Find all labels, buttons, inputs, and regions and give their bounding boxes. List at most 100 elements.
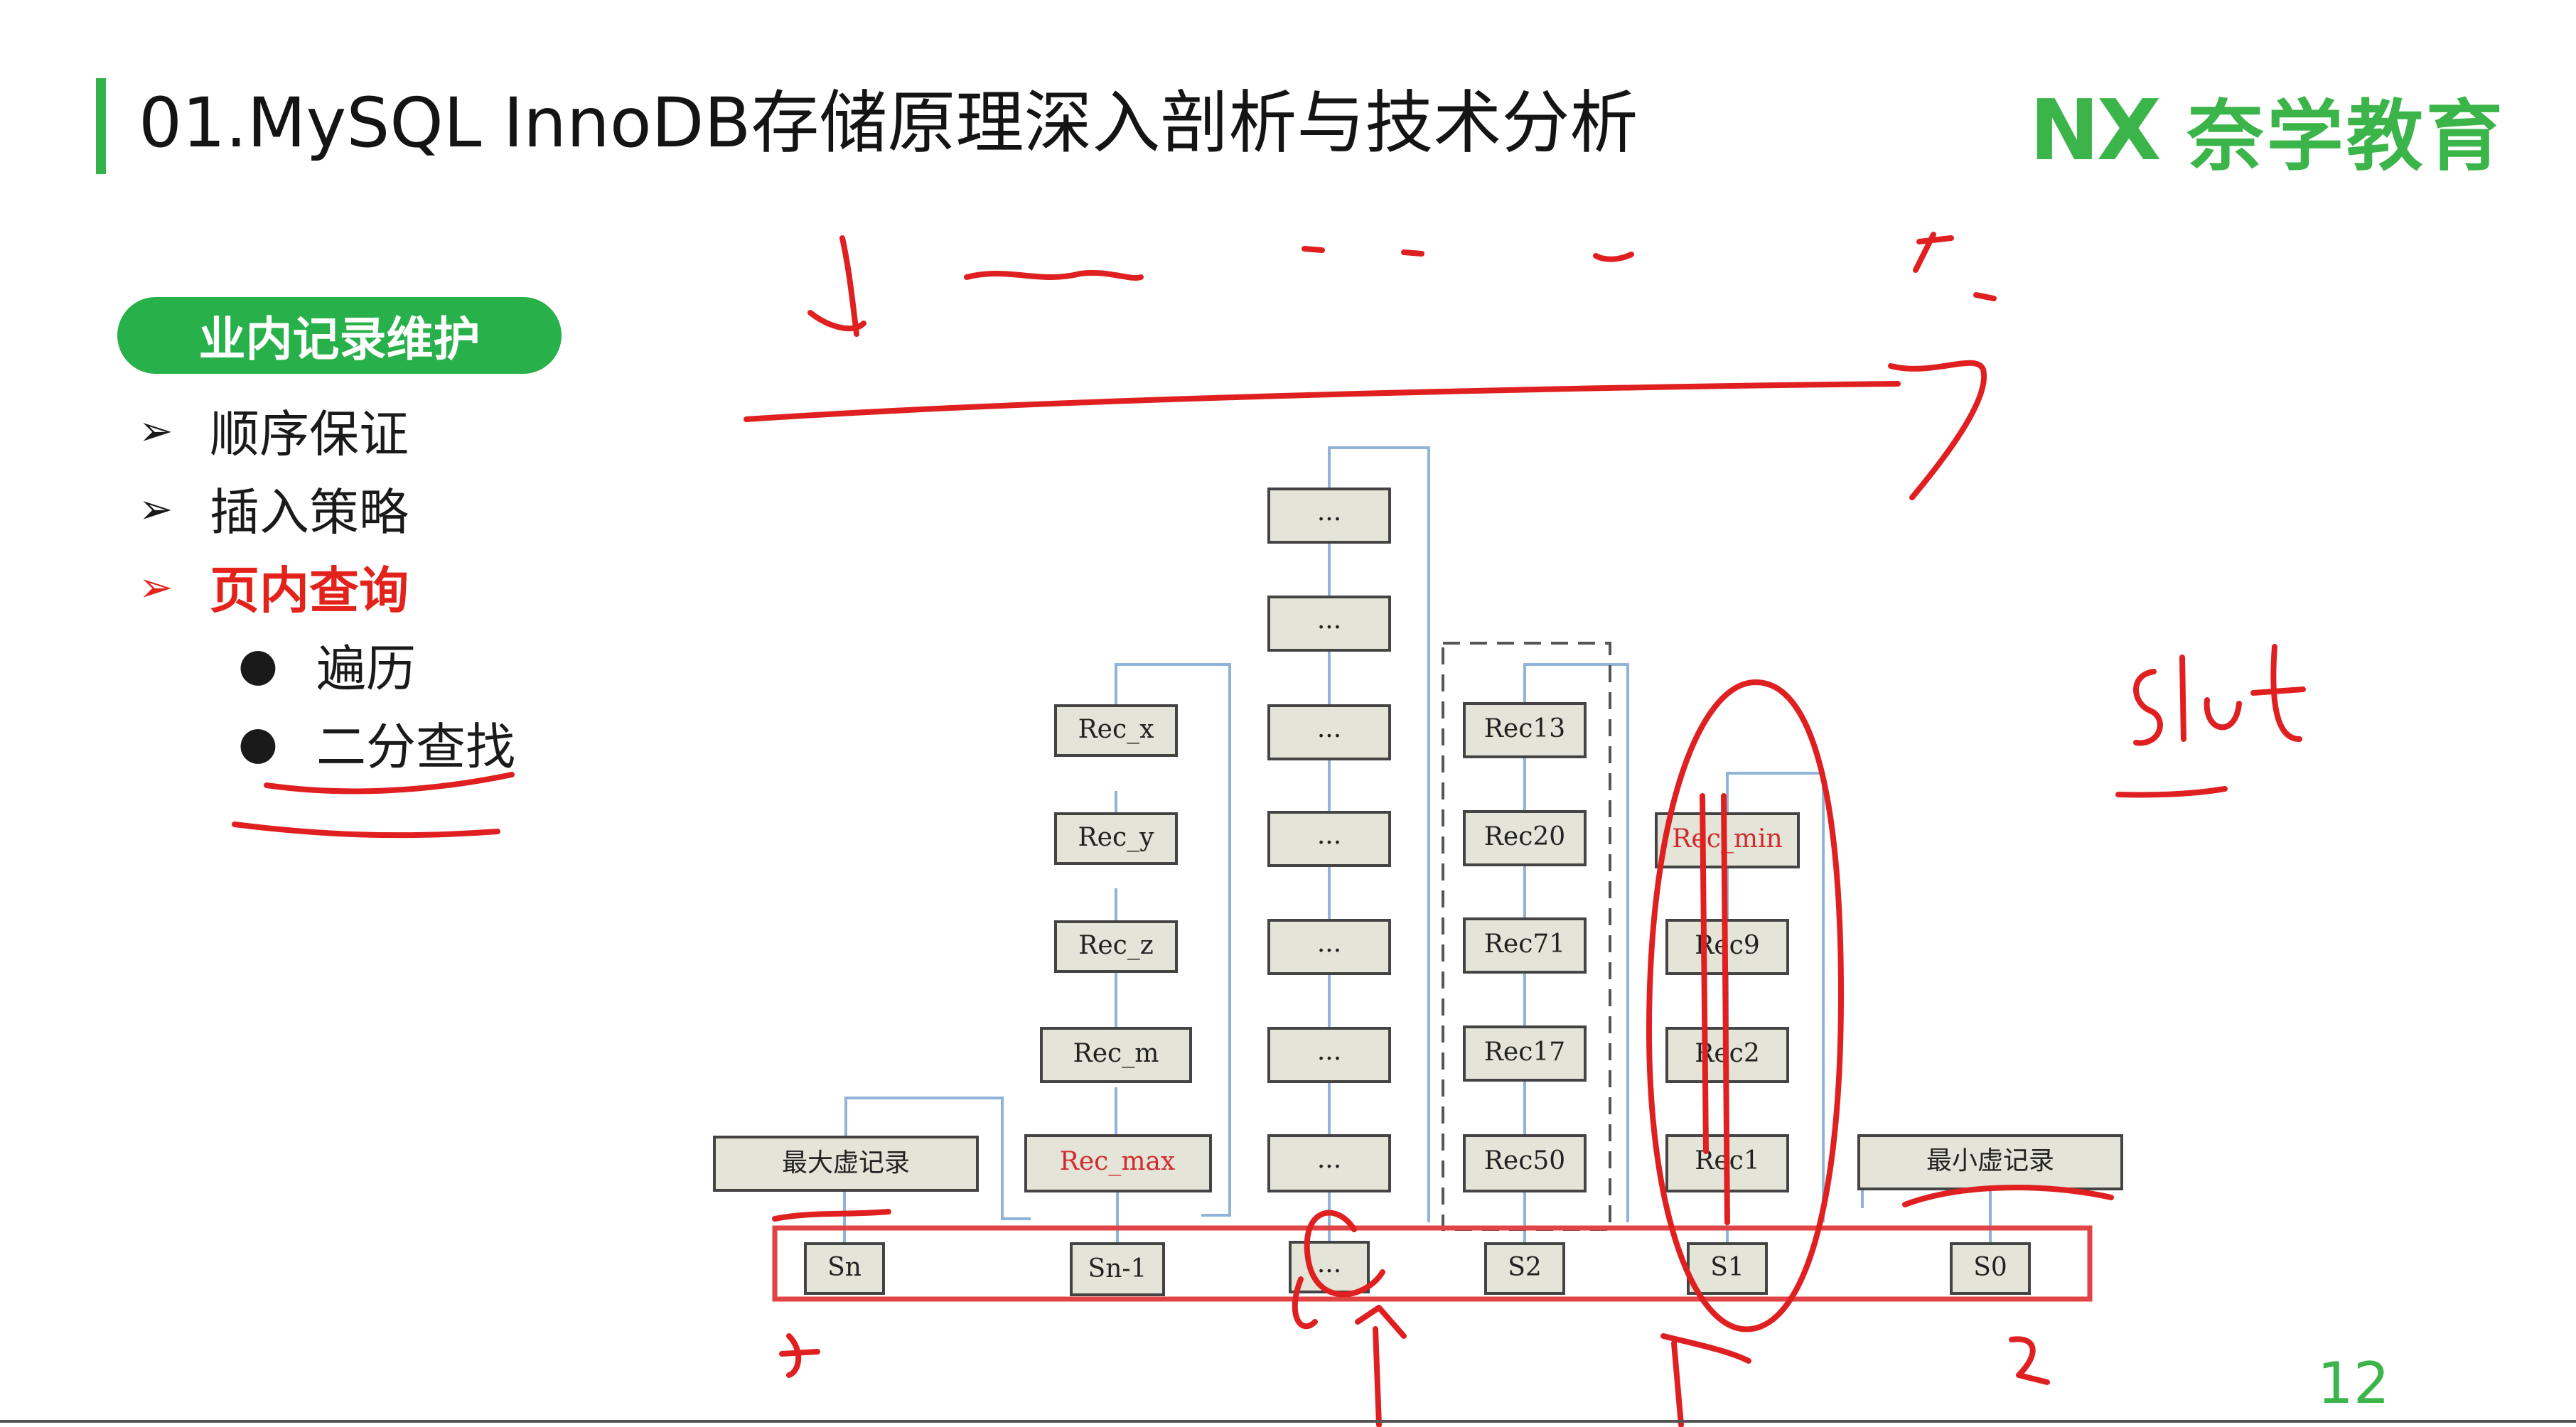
record-box: ... bbox=[1267, 1027, 1391, 1083]
pen-stroke bbox=[1302, 246, 1634, 262]
record-box: ... bbox=[1267, 596, 1391, 652]
circle-highlight-stroke bbox=[1304, 1210, 1385, 1298]
outline-item-page-query: ➢ 页内查询 bbox=[139, 551, 409, 623]
record-box: ... bbox=[1267, 919, 1391, 975]
arrow-bullet-icon: ➢ bbox=[139, 406, 173, 455]
svg-text:Rec_z: Rec_z bbox=[1078, 931, 1154, 960]
record-box: ... bbox=[1267, 811, 1391, 867]
title-accent-bar bbox=[96, 78, 106, 174]
dot-bullet-icon: ● bbox=[238, 638, 278, 691]
svg-text:...: ... bbox=[1317, 497, 1341, 527]
svg-text:...: ... bbox=[1317, 929, 1341, 958]
svg-text:Rec_x: Rec_x bbox=[1078, 715, 1154, 744]
pen-stroke bbox=[964, 270, 1144, 281]
arrow-bullet-icon: ➢ bbox=[139, 562, 173, 611]
outline-subitem-label: 遍历 bbox=[316, 640, 416, 698]
outline-item-label: 页内查询 bbox=[210, 561, 409, 620]
outline-subitem-label: 二分查找 bbox=[316, 718, 515, 776]
svg-text:Rec_m: Rec_m bbox=[1073, 1039, 1159, 1068]
slot-box: Sn-1 bbox=[1070, 1242, 1165, 1296]
record-box: Rec_x bbox=[1054, 704, 1178, 757]
svg-text:...: ... bbox=[1317, 1037, 1341, 1066]
bottom-divider bbox=[0, 1420, 2576, 1423]
record-box: ... bbox=[1267, 1134, 1391, 1192]
pen-stroke bbox=[1292, 1276, 1318, 1330]
record-box: 最大虚记录 bbox=[713, 1136, 979, 1192]
handwritten-letter bbox=[2133, 669, 2163, 746]
outline-item-label: 插入策略 bbox=[210, 483, 409, 542]
underline-stroke bbox=[232, 822, 500, 839]
record-box: Rec_max bbox=[1024, 1134, 1212, 1192]
brand-name: 奈学教育 bbox=[2186, 92, 2506, 181]
svg-text:S1: S1 bbox=[1710, 1253, 1744, 1282]
underline-stroke bbox=[772, 1209, 891, 1222]
record-box: Rec_min bbox=[1655, 812, 1800, 868]
svg-text:最大虚记录: 最大虚记录 bbox=[782, 1148, 910, 1178]
outline-item-order: ➢ 顺序保证 bbox=[139, 394, 409, 466]
svg-text:...: ... bbox=[1317, 605, 1341, 635]
svg-text:S2: S2 bbox=[1508, 1253, 1542, 1282]
underline-stroke bbox=[2115, 786, 2228, 798]
pen-stroke bbox=[1700, 793, 1730, 1225]
brand-logo: NX bbox=[2029, 80, 2162, 179]
svg-text:...: ... bbox=[1317, 1249, 1341, 1278]
svg-text:Rec_y: Rec_y bbox=[1078, 823, 1155, 852]
slot-box: Sn bbox=[804, 1242, 885, 1295]
pen-stroke bbox=[1913, 232, 1997, 301]
underline-stroke bbox=[1902, 1185, 2114, 1207]
slide-title: 01.MySQL InnoDB存储原理深入剖析与技术分析 bbox=[139, 83, 1638, 163]
svg-text:...: ... bbox=[1317, 1145, 1341, 1174]
record-box: Rec_y bbox=[1054, 812, 1178, 865]
svg-text:S0: S0 bbox=[1973, 1253, 2007, 1282]
outline-subitem-traverse: ● 遍历 bbox=[238, 629, 416, 701]
record-box: Rec50 bbox=[1463, 1134, 1587, 1192]
svg-text:最小虚记录: 最小虚记录 bbox=[1926, 1146, 2054, 1175]
arrow-head-stroke bbox=[1888, 360, 1987, 500]
brand: NX 奈学教育 bbox=[2029, 81, 2506, 181]
page-number: 12 bbox=[2317, 1350, 2390, 1416]
svg-text:Rec20: Rec20 bbox=[1484, 822, 1565, 851]
record-box: Rec20 bbox=[1463, 810, 1587, 866]
record-box: ... bbox=[1267, 704, 1391, 760]
svg-text:Rec13: Rec13 bbox=[1484, 714, 1565, 743]
circle-highlight-stroke bbox=[1646, 679, 1844, 1332]
outline-item-insert: ➢ 插入策略 bbox=[139, 473, 409, 544]
dot-bullet-icon: ● bbox=[238, 716, 278, 770]
svg-text:Rec17: Rec17 bbox=[1484, 1038, 1565, 1067]
record-box: Rec71 bbox=[1463, 917, 1587, 974]
svg-text:Sn: Sn bbox=[827, 1253, 862, 1282]
outline-subitem-binary-search: ● 二分查找 bbox=[238, 707, 515, 779]
section-label-pill: 业内记录维护 bbox=[117, 297, 562, 374]
svg-text:Rec_max: Rec_max bbox=[1060, 1147, 1175, 1176]
record-box: Rec17 bbox=[1463, 1025, 1587, 1082]
arrow-stroke bbox=[1355, 1305, 1407, 1427]
pen-stroke bbox=[1660, 1333, 1751, 1427]
svg-text:Rec_min: Rec_min bbox=[1672, 824, 1782, 853]
handwritten-letter bbox=[2204, 697, 2242, 731]
handwritten-letter bbox=[2009, 1336, 2050, 1385]
underline-arrow-stroke bbox=[744, 381, 1901, 422]
underline-stroke bbox=[264, 772, 515, 795]
svg-text:...: ... bbox=[1317, 714, 1341, 743]
svg-text:...: ... bbox=[1317, 821, 1341, 850]
page-directory-box bbox=[772, 1225, 2093, 1302]
svg-text:Rec71: Rec71 bbox=[1484, 930, 1565, 959]
handwritten-letter bbox=[779, 1333, 820, 1378]
outline-item-label: 顺序保证 bbox=[210, 405, 409, 463]
record-box: 最小虚记录 bbox=[1857, 1134, 2123, 1190]
pen-stroke bbox=[807, 235, 866, 337]
svg-text:Sn-1: Sn-1 bbox=[1088, 1254, 1147, 1283]
slot-box: S0 bbox=[1950, 1242, 2031, 1295]
record-box: Rec_z bbox=[1054, 920, 1178, 973]
handwritten-letter bbox=[2179, 655, 2186, 742]
record-box: Rec_m bbox=[1040, 1027, 1192, 1083]
arrow-bullet-icon: ➢ bbox=[139, 484, 173, 533]
highlight-group-box bbox=[1442, 642, 1611, 1231]
record-box: ... bbox=[1267, 488, 1391, 544]
slot-box: S2 bbox=[1484, 1242, 1565, 1295]
record-box: Rec13 bbox=[1463, 702, 1587, 758]
svg-text:Rec50: Rec50 bbox=[1484, 1146, 1565, 1175]
handwritten-letter bbox=[2250, 644, 2306, 742]
